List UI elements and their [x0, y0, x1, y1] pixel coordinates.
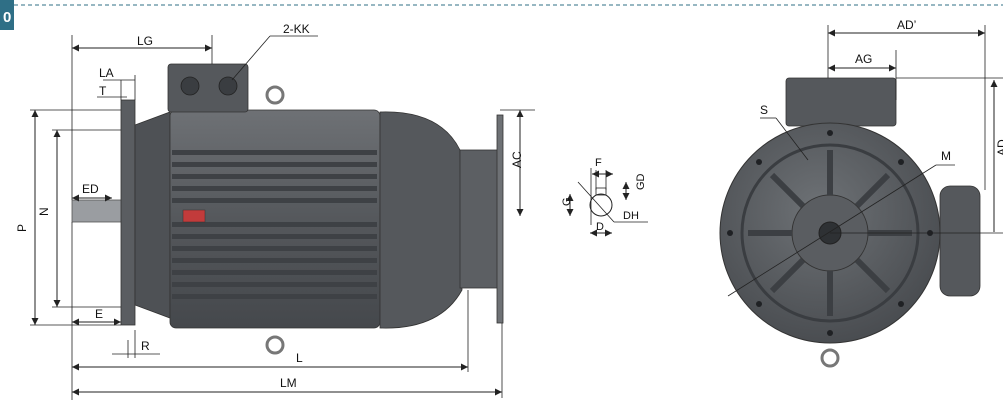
fan-cover: [379, 111, 463, 329]
rear-plate: [496, 114, 504, 324]
cable-gland-1: [180, 76, 200, 96]
bolt-holes: [727, 130, 933, 336]
fan-cover-end: [459, 149, 501, 289]
shaft-section: [589, 193, 613, 217]
terminal-box: [167, 63, 249, 113]
label-f: F: [595, 157, 602, 169]
front-view: AD’ AG AD S M: [719, 18, 1003, 368]
label-ag: AG: [855, 52, 872, 66]
label-m: M: [941, 149, 951, 163]
label-gd: GD: [635, 173, 647, 190]
motor-shaft: [71, 199, 129, 223]
lifting-eyebolt-bottom: [265, 335, 285, 355]
label-lg: LG: [137, 34, 153, 48]
label-ed: ED: [82, 182, 99, 196]
label-s: S: [760, 103, 768, 117]
nameplate: [182, 209, 206, 223]
cable-gland-2: [218, 76, 238, 96]
lifting-eyebolt-top: [265, 85, 285, 105]
front-eyebolt: [820, 348, 840, 368]
front-terminal-box: [785, 77, 897, 127]
label-d: D: [596, 221, 604, 233]
label-t: T: [99, 84, 107, 98]
label-p: P: [15, 224, 29, 232]
label-n: N: [37, 207, 51, 216]
label-e: E: [95, 307, 103, 321]
keyway: [595, 187, 607, 196]
side-view: LG 2-KK LA T P N ED E R: [15, 22, 535, 400]
cooling-fins: [172, 150, 377, 299]
label-la: LA: [99, 66, 114, 80]
motor-flange: [120, 99, 136, 326]
label-l: L: [296, 351, 303, 365]
label-dh: DH: [623, 210, 639, 222]
label-ad: AD: [995, 139, 1003, 156]
label-lm: LM: [280, 376, 297, 390]
label-r: R: [141, 339, 150, 353]
label-kk: 2-KK: [283, 22, 310, 36]
label-ac: AC: [510, 151, 524, 168]
front-end-shield: [134, 111, 171, 319]
shaft-key-detail: F GD G D DH: [561, 157, 648, 237]
label-g: G: [561, 197, 573, 206]
figure-badge: 0: [0, 0, 14, 30]
label-ad-prime: AD’: [897, 18, 916, 32]
figure-badge-text: 0: [3, 9, 11, 26]
side-terminal-box: [939, 185, 981, 297]
